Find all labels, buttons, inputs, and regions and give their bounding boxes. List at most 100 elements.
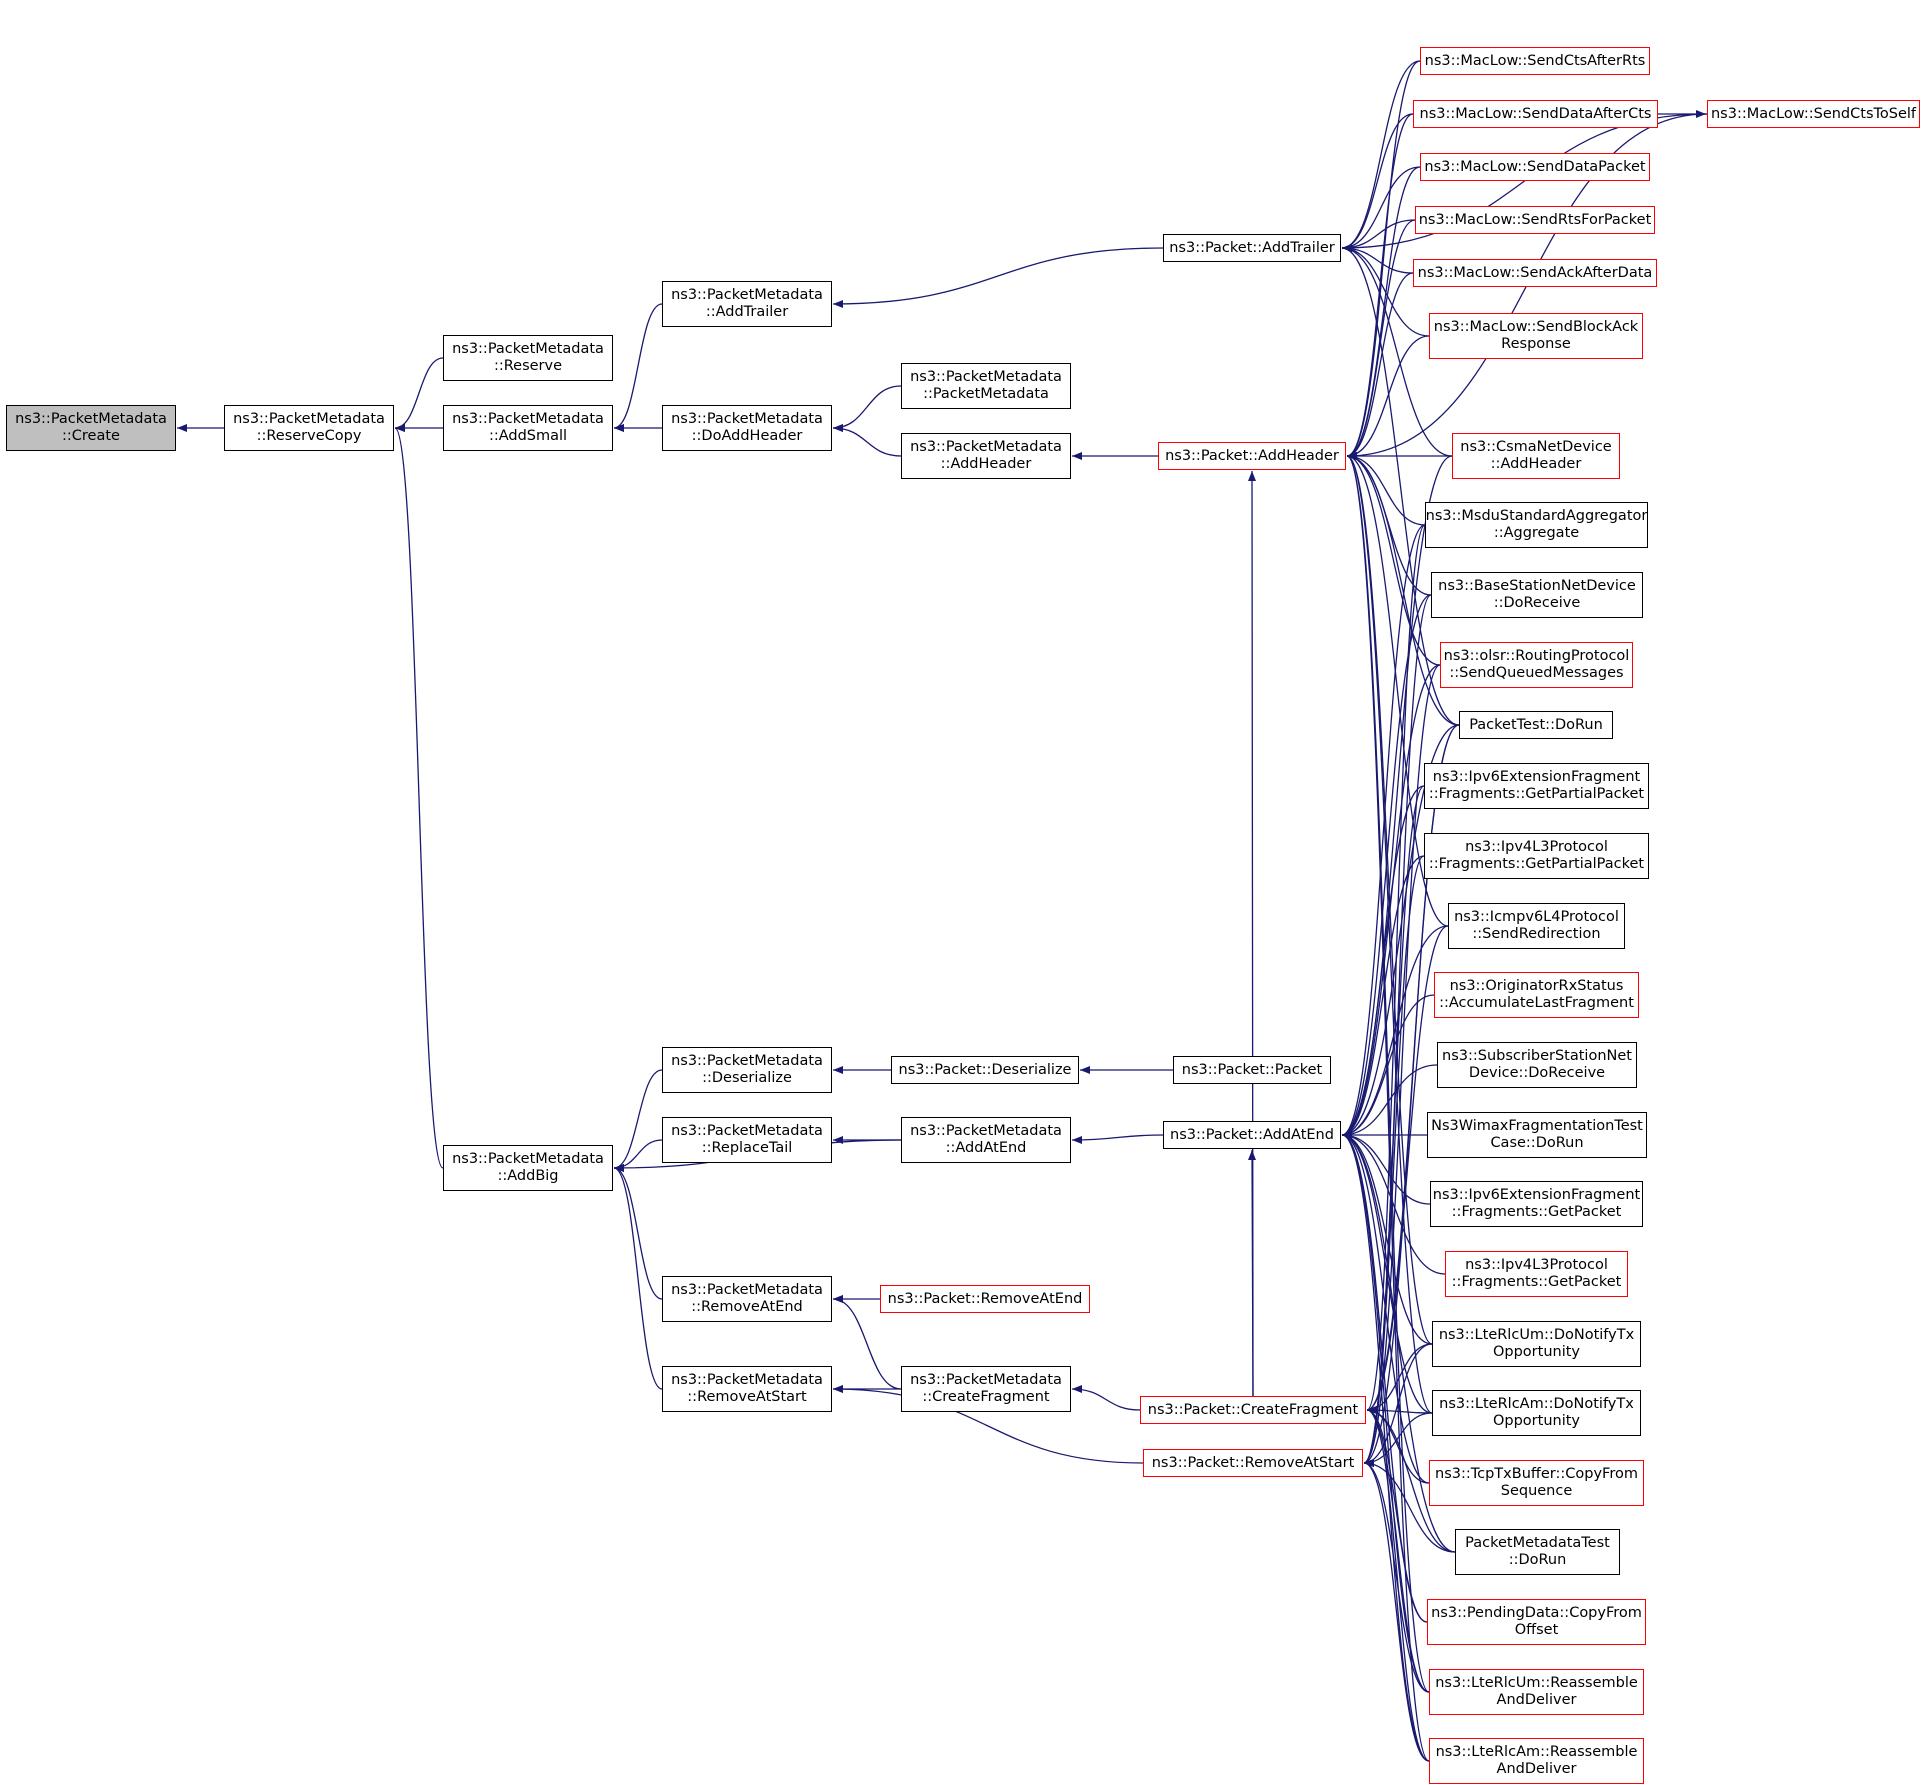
node-mac-datapacket[interactable]: ns3::MacLow::SendDataPacket xyxy=(1420,153,1650,181)
node-label-line: ns3::MsduStandardAggregator xyxy=(1425,508,1648,524)
node-label-line: ::AddHeader xyxy=(1490,456,1582,472)
node-mac-rtsforpacket[interactable]: ns3::MacLow::SendRtsForPacket xyxy=(1415,206,1655,234)
call-edge-lterlcam_notify-to-p_addheader xyxy=(1346,452,1433,1414)
node-packettest-dorun[interactable]: PacketTest::DoRun xyxy=(1459,711,1613,739)
node-mac-ctstoself[interactable]: ns3::MacLow::SendCtsToSelf xyxy=(1707,100,1920,128)
node-pmtest-dorun[interactable]: PacketMetadataTest::DoRun xyxy=(1455,1529,1620,1575)
node-label-line: ns3::CsmaNetDevice xyxy=(1460,439,1612,455)
node-pm-deserialize[interactable]: ns3::PacketMetadata::Deserialize xyxy=(662,1047,832,1093)
node-label-line: ::AddSmall xyxy=(488,428,568,444)
node-p-deserialize[interactable]: ns3::Packet::Deserialize xyxy=(891,1056,1079,1084)
node-label-line: Case::DoRun xyxy=(1490,1135,1584,1151)
node-p-removeatend[interactable]: ns3::Packet::RemoveAtEnd xyxy=(880,1285,1090,1313)
node-originator-accumulate[interactable]: ns3::OriginatorRxStatus::AccumulateLastF… xyxy=(1434,972,1639,1018)
node-icmpv6-sendredirection[interactable]: ns3::Icmpv6L4Protocol::SendRedirection xyxy=(1448,903,1625,949)
call-edge-mac_ctsafterrts-to-p_addtrailer xyxy=(1341,60,1421,252)
node-reserve[interactable]: ns3::PacketMetadata::Reserve xyxy=(443,335,613,381)
call-edge-lterlcum_reassemble-to-p_createfragment xyxy=(1366,1406,1430,1693)
node-pm-removeatend[interactable]: ns3::PacketMetadata::RemoveAtEnd xyxy=(662,1276,832,1322)
node-label-line: ns3::LteRlcAm::DoNotifyTx xyxy=(1439,1396,1634,1412)
node-label-line: ns3::PacketMetadata xyxy=(452,411,604,427)
call-edge-ipv4_getpartial-to-p_removeatstart xyxy=(1363,855,1425,1467)
node-p-packet[interactable]: ns3::Packet::Packet xyxy=(1173,1056,1331,1084)
call-edge-csma_addheader-to-p_addtrailer xyxy=(1341,244,1453,457)
node-csma-addheader[interactable]: ns3::CsmaNetDevice::AddHeader xyxy=(1452,433,1620,479)
call-edge-olsr_sendqueued-to-p_addheader xyxy=(1346,452,1441,666)
node-label-line: ::DoRun xyxy=(1508,1552,1567,1568)
call-edge-icmpv6_sendredirection-to-p_addatend xyxy=(1341,925,1449,1139)
node-label-line: ns3::Ipv6ExtensionFragment xyxy=(1432,769,1641,785)
node-pm-addatend[interactable]: ns3::PacketMetadata::AddAtEnd xyxy=(901,1117,1071,1163)
call-edge-p_addatend-to-pm_addatend xyxy=(1071,1134,1164,1144)
node-ipv6-getpacket[interactable]: ns3::Ipv6ExtensionFragment::Fragments::G… xyxy=(1430,1181,1643,1227)
node-ipv6-getpartial[interactable]: ns3::Ipv6ExtensionFragment::Fragments::G… xyxy=(1424,763,1649,809)
node-p-createfragment[interactable]: ns3::Packet::CreateFragment xyxy=(1140,1396,1366,1424)
node-reservecopy[interactable]: ns3::PacketMetadata::ReserveCopy xyxy=(224,405,394,451)
node-bs-doreceive[interactable]: ns3::BaseStationNetDevice::DoReceive xyxy=(1431,572,1643,618)
node-label-line: ns3::LteRlcAm::Reassemble xyxy=(1435,1744,1638,1760)
node-label-line: ::ReserveCopy xyxy=(256,428,362,444)
node-ipv4-getpartial[interactable]: ns3::Ipv4L3Protocol::Fragments::GetParti… xyxy=(1424,833,1649,879)
call-edge-p_addtrailer-to-pm_addtrailer xyxy=(832,247,1164,308)
node-addbig[interactable]: ns3::PacketMetadata::AddBig xyxy=(443,1145,613,1191)
node-pm-addheader[interactable]: ns3::PacketMetadata::AddHeader xyxy=(901,433,1071,479)
node-label-line: ns3::MacLow::SendAckAfterData xyxy=(1417,264,1653,281)
node-pm-removeatstart[interactable]: ns3::PacketMetadata::RemoveAtStart xyxy=(662,1366,832,1412)
node-label-line: ::AddAtEnd xyxy=(945,1140,1027,1156)
node-label-line: ::Fragments::GetPartialPacket xyxy=(1428,856,1645,872)
node-label-line: Opportunity xyxy=(1492,1413,1580,1429)
node-pm-doaddheader[interactable]: ns3::PacketMetadata::DoAddHeader xyxy=(662,405,832,451)
call-edge-ipv6_getpacket-to-p_addatend xyxy=(1341,1131,1431,1205)
node-mac-ackafterdata[interactable]: ns3::MacLow::SendAckAfterData xyxy=(1413,259,1657,287)
call-edge-ipv6_getpartial-to-p_removeatstart xyxy=(1363,785,1425,1467)
node-label-line: ::AccumulateLastFragment xyxy=(1439,995,1634,1011)
call-edge-pm_removeatend-to-addbig xyxy=(613,1164,663,1300)
call-edge-packettest_dorun-to-p_addheader xyxy=(1346,452,1460,726)
node-pm-addtrailer[interactable]: ns3::PacketMetadata::AddTrailer xyxy=(662,281,832,327)
node-p-addheader[interactable]: ns3::Packet::AddHeader xyxy=(1158,442,1346,470)
node-label-line: ns3::MacLow::SendCtsAfterRts xyxy=(1424,52,1646,69)
node-label-line: ::Reserve xyxy=(493,358,563,374)
call-edge-ipv4_getpartial-to-p_addatend xyxy=(1341,855,1425,1139)
node-p-addtrailer[interactable]: ns3::Packet::AddTrailer xyxy=(1163,234,1341,262)
node-label-line: ::RemoveAtEnd xyxy=(691,1299,803,1315)
node-p-removeatstart[interactable]: ns3::Packet::RemoveAtStart xyxy=(1143,1449,1363,1477)
call-edge-mac_datapacket-to-p_addheader xyxy=(1346,166,1421,460)
call-edge-lterlcam_reassemble-to-p_removeatstart xyxy=(1363,1459,1430,1762)
node-addsmall[interactable]: ns3::PacketMetadata::AddSmall xyxy=(443,405,613,451)
node-label-line: ns3::Packet::RemoveAtStart xyxy=(1151,1454,1355,1471)
node-label-line: ns3::PacketMetadata xyxy=(671,1053,823,1069)
call-edge-mac_dataaftercts-to-p_addtrailer xyxy=(1341,113,1414,252)
call-edge-reserve-to-reservecopy xyxy=(394,357,444,432)
call-edge-msdu_aggregate-to-p_addatend xyxy=(1341,524,1426,1139)
node-label-line: ns3::MacLow::SendDataPacket xyxy=(1424,158,1646,175)
node-pm-pm[interactable]: ns3::PacketMetadata::PacketMetadata xyxy=(901,363,1071,409)
node-mac-ctsafterrts[interactable]: ns3::MacLow::SendCtsAfterRts xyxy=(1420,47,1650,75)
node-pm-replacetail[interactable]: ns3::PacketMetadata::ReplaceTail xyxy=(662,1117,832,1163)
call-edge-ipv4_getpacket-to-p_addatend xyxy=(1341,1131,1446,1275)
node-label-line: ns3::PacketMetadata xyxy=(671,1123,823,1139)
node-ipv4-getpacket[interactable]: ns3::Ipv4L3Protocol::Fragments::GetPacke… xyxy=(1445,1251,1628,1297)
node-p-addatend[interactable]: ns3::Packet::AddAtEnd xyxy=(1163,1121,1341,1149)
node-label-line: ns3::PacketMetadata xyxy=(452,1151,604,1167)
node-olsr-sendqueued[interactable]: ns3::olsr::RoutingProtocol::SendQueuedMe… xyxy=(1440,642,1633,688)
node-pm-createfragment[interactable]: ns3::PacketMetadata::CreateFragment xyxy=(901,1366,1071,1412)
node-label-line: ::Fragments::GetPartialPacket xyxy=(1428,786,1645,802)
node-label-line: ns3::TcpTxBuffer::CopyFrom xyxy=(1435,1466,1638,1482)
call-edge-pm_addtrailer-to-addsmall xyxy=(613,303,663,432)
node-label-line: ::Deserialize xyxy=(702,1070,792,1086)
node-msdu-aggregate[interactable]: ns3::MsduStandardAggregator::Aggregate xyxy=(1425,502,1648,548)
call-edge-pm_removeatstart-to-addbig xyxy=(613,1164,663,1390)
call-edge-msdu_aggregate-to-p_createfragment xyxy=(1366,524,1426,1414)
node-mac-dataaftercts[interactable]: ns3::MacLow::SendDataAfterCts xyxy=(1413,100,1658,128)
node-label-line: ::ReplaceTail xyxy=(701,1140,793,1156)
